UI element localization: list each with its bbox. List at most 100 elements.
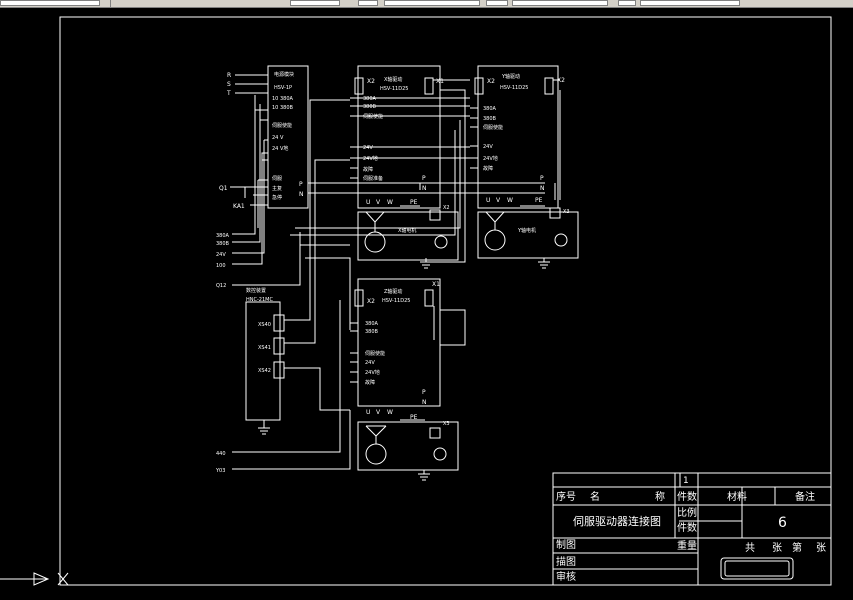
ucs-arrow-icon — [0, 572, 50, 586]
x-w: W — [387, 199, 393, 206]
drawing-number: 6 — [778, 515, 787, 531]
toolbar — [0, 0, 853, 8]
x-v: V — [376, 199, 381, 206]
z-term-fault: 故障 — [365, 379, 375, 386]
z-p: P — [422, 389, 426, 396]
controller-title: 数控装置 — [246, 287, 266, 294]
toolbar-field-7[interactable] — [640, 0, 740, 6]
x-n: N — [422, 185, 427, 192]
power-line-7: 主复 — [272, 185, 282, 192]
header-index: 序号 — [556, 490, 576, 503]
z-w: W — [387, 409, 393, 416]
drawing-frame — [59, 16, 832, 586]
toolbar-separator — [110, 0, 111, 7]
input-y03: Y03 — [215, 468, 225, 474]
power-module-title: 电源模块 — [274, 71, 294, 78]
z-term-24vg: 24V地 — [365, 369, 380, 376]
port-xs42: XS42 — [258, 368, 271, 374]
color-control[interactable] — [358, 0, 378, 6]
z-term-24v: 24V — [365, 360, 375, 366]
drawing-name: 伺服驱动器连接图 — [573, 515, 661, 528]
power-line-3: 伺服使能 — [272, 122, 292, 129]
header-qty: 件数 — [677, 490, 697, 503]
weight-label: 重量 — [677, 539, 697, 552]
x-driver: X2 X轴驱动 HSV-11D25 X1 380A 380B 伺服使能 24V … — [350, 65, 459, 269]
power-n-label: N — [299, 191, 304, 198]
z-term-380b: 380B — [365, 329, 379, 335]
power-module-model: HSV-1P — [274, 85, 292, 91]
header-name-2: 称 — [655, 490, 665, 503]
input-s: S — [227, 81, 231, 88]
z-driver-x2: X2 — [367, 298, 375, 305]
lineweight-control[interactable] — [486, 0, 508, 6]
z-term-enable: 伺服使能 — [365, 350, 385, 357]
y-term-24v: 24V — [483, 144, 493, 150]
layer-control[interactable] — [290, 0, 340, 6]
title-block-top-number: 1 — [683, 476, 689, 486]
cnc-controller: 数控装置 HNC-21MC XS40 XS41 XS42 — [245, 99, 350, 435]
x-term-fault: 故障 — [363, 166, 373, 173]
y-term-380b: 380B — [483, 116, 497, 122]
header-notes: 备注 — [795, 490, 815, 503]
x-driver-x1: X1 — [436, 78, 444, 85]
z-v: V — [376, 409, 381, 416]
sheet-total: 共 — [745, 542, 755, 554]
y-term-enable: 伺服使能 — [483, 124, 503, 131]
input-t: T — [226, 90, 231, 97]
power-line-2: 10 380B — [272, 105, 293, 111]
input-q1: Q1 — [219, 185, 228, 192]
checked-by-label: 审核 — [556, 570, 576, 583]
x-term-380b: 380B — [363, 104, 377, 110]
y-u: U — [486, 197, 490, 204]
x-p: P — [422, 175, 426, 182]
title-block: 1 序号 名 称 件数 材料 备注 伺服驱动器连接图 比例 件数 6 重量 共 … — [552, 472, 832, 586]
linetype-control[interactable] — [384, 0, 480, 6]
stamp-frame — [720, 557, 794, 580]
controller-model: HNC-21MC — [246, 297, 273, 303]
x-driver-x2: X2 — [367, 78, 375, 85]
y-driver-title: Y轴驱动 — [501, 73, 520, 80]
sheet-no: 第 — [792, 541, 802, 554]
power-line-6: 伺服 — [272, 175, 282, 182]
y-v: V — [496, 197, 501, 204]
x-term-380a: 380A — [363, 96, 377, 102]
z-driver-x1: X1 — [432, 281, 440, 288]
x-driver-model: HSV-11D25 — [380, 86, 408, 92]
x-motor-label: X轴电机 — [398, 227, 416, 234]
y-n: N — [540, 185, 545, 192]
header-name-1: 名 — [590, 490, 600, 503]
traced-by-label: 描图 — [556, 555, 576, 568]
y-p: P — [540, 175, 544, 182]
power-line-8: 急停 — [272, 194, 282, 201]
z-enc: X3 — [443, 421, 450, 427]
y-term-24vg: 24V地 — [483, 155, 498, 162]
x-driver-title: X轴驱动 — [384, 76, 402, 83]
y-w: W — [507, 197, 513, 204]
power-p-label: P — [299, 181, 303, 188]
power-module: 电源模块 HSV-1P 10 380A 10 380B 伺服使能 24 V 24… — [267, 65, 309, 209]
bus-wiring — [290, 79, 561, 346]
z-pe: PE — [410, 414, 418, 421]
scale-label: 比例 — [677, 506, 697, 519]
z-driver: X2 Z轴驱动 HSV-11D25 X1 380A 380B 伺服使能 24V … — [350, 278, 459, 481]
drawing-canvas[interactable]: 电源模块 HSV-1P 10 380A 10 380B 伺服使能 24 V 24… — [0, 8, 853, 600]
port-xs40: XS40 — [258, 322, 271, 328]
input-380b: 380B — [216, 241, 230, 247]
x-term-ready: 伺服准备 — [363, 175, 383, 182]
toolbar-field-6[interactable] — [618, 0, 636, 6]
input-440: 440 — [216, 451, 226, 457]
input-380a: 380A — [216, 233, 230, 239]
y-motor-label: Y轴电机 — [517, 227, 536, 234]
plotstyle-control[interactable] — [512, 0, 608, 6]
x-enc: X2 — [443, 205, 450, 211]
z-driver-model: HSV-11D25 — [382, 298, 410, 304]
y-term-fault: 故障 — [483, 165, 493, 172]
mains-inputs: R S T Q1 KA1 380A 380B 24V 100 Q12 440 Y… — [215, 72, 351, 474]
power-line-5: 24 V地 — [272, 145, 288, 152]
port-xs41: XS41 — [258, 345, 271, 351]
z-driver-title: Z轴驱动 — [384, 288, 402, 295]
toolbar-field-1[interactable] — [0, 0, 100, 6]
y-pe: PE — [535, 197, 543, 204]
power-line-4: 24 V — [272, 135, 284, 141]
sheet-unit-2: 张 — [816, 542, 826, 554]
